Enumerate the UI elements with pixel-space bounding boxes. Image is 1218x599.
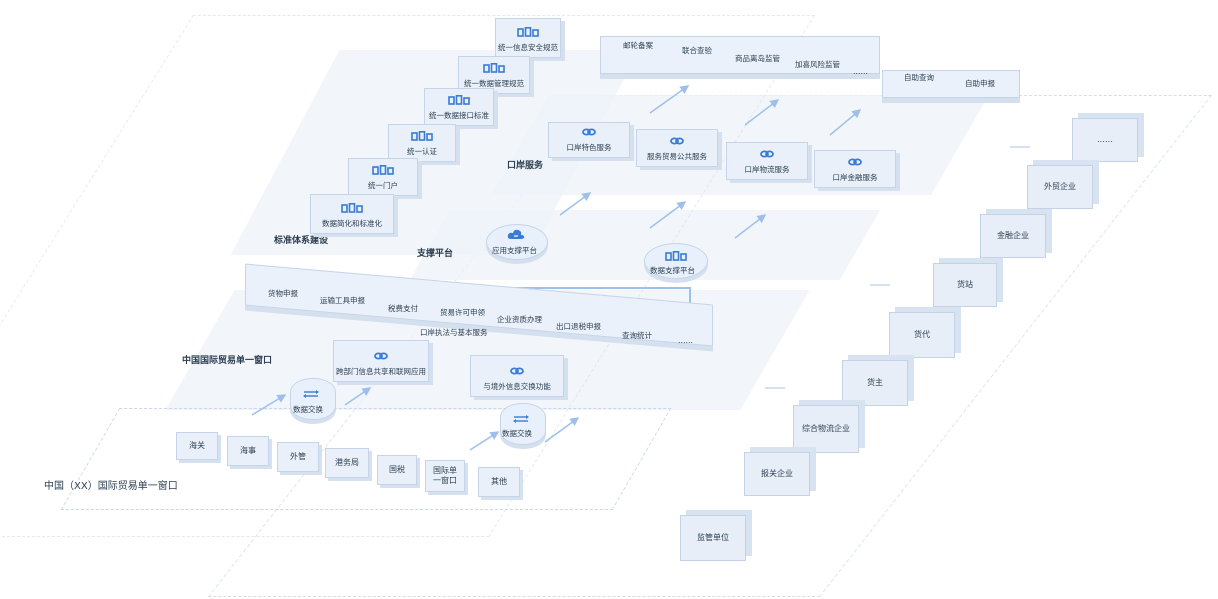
- data-support-label: 数据支撑平台: [650, 266, 695, 275]
- port-service-special[interactable]: 口岸特色服务: [548, 122, 630, 158]
- link-icon: [848, 157, 862, 169]
- side-bar-item[interactable]: 自助查询: [904, 73, 934, 82]
- data-support-disc[interactable]: [644, 243, 708, 279]
- standard-auth[interactable]: 统一认证: [388, 124, 456, 162]
- link-icon: [582, 127, 596, 139]
- port-side-bar: [882, 70, 1020, 98]
- window-bar-item[interactable]: 出口退税申报: [556, 322, 601, 331]
- cloud-icon: [507, 226, 525, 245]
- enterprise-more[interactable]: ……: [1072, 118, 1138, 162]
- standard-data-mgmt[interactable]: 统一数据管理规范: [458, 56, 530, 94]
- enterprise-logistics[interactable]: 综合物流企业: [793, 405, 859, 453]
- exchange-arrows-icon: [303, 383, 319, 402]
- window-bar-item[interactable]: 贸易许可申领: [440, 308, 485, 317]
- port-service-trade[interactable]: 服务贸易公共服务: [636, 129, 718, 167]
- standard-label: 统一数据管理规范: [464, 79, 524, 88]
- port-service-logistics[interactable]: 口岸物流服务: [726, 142, 808, 180]
- standard-label: 统一门户: [368, 181, 398, 190]
- standard-portal[interactable]: 统一门户: [348, 158, 418, 196]
- data-exchange-2[interactable]: [500, 403, 546, 445]
- enterprise-forwarder[interactable]: 货代: [889, 312, 955, 358]
- enterprise-broker[interactable]: 报关企业: [744, 452, 810, 496]
- standard-label: 统一数据接口标准: [429, 111, 489, 120]
- app-support-label: 应用支撑平台: [492, 246, 537, 255]
- agency-other[interactable]: 其他: [478, 467, 520, 497]
- port-top-bar: [600, 36, 880, 74]
- top-bar-item[interactable]: 加喜风险监管: [795, 60, 840, 69]
- service-label: 口岸金融服务: [832, 173, 878, 182]
- window-bar-item[interactable]: 企业资质办理: [497, 315, 542, 324]
- standard-label: 数据简化和标准化: [322, 219, 382, 228]
- data-exchange-label: 数据交换: [502, 429, 532, 438]
- regulator-unit[interactable]: 监管单位: [680, 515, 746, 561]
- standard-security[interactable]: 统一信息安全规范: [495, 18, 561, 58]
- window-bar-item[interactable]: 查询统计: [622, 331, 652, 340]
- support-title: 支撑平台: [417, 249, 454, 259]
- agency-intl-window[interactable]: 国际单一窗口: [425, 460, 465, 492]
- bar-chart-icon: [665, 246, 687, 265]
- side-bar-item[interactable]: 自助申报: [965, 79, 995, 88]
- enterprise-trade[interactable]: 外贸企业: [1027, 165, 1093, 209]
- agency-customs[interactable]: 海关: [176, 432, 218, 460]
- agency-forex[interactable]: 外管: [277, 442, 319, 472]
- bar-chart-icon: [411, 131, 433, 143]
- standard-interface[interactable]: 统一数据接口标准: [424, 88, 494, 126]
- window-bar-item[interactable]: 货物申报: [268, 289, 298, 298]
- enterprise-finance[interactable]: 金融企业: [980, 214, 1046, 258]
- standard-simplify[interactable]: 数据简化和标准化: [310, 194, 394, 234]
- window-bar-caption: 口岸执法与基本服务: [420, 328, 488, 337]
- service-label: 口岸物流服务: [744, 165, 790, 174]
- service-label: 服务贸易公共服务: [647, 152, 707, 161]
- link-icon: [670, 136, 684, 148]
- data-exchange-1[interactable]: [290, 378, 336, 420]
- enterprise-owner[interactable]: 货主: [842, 360, 908, 406]
- exchange-arrows-icon: [513, 408, 529, 427]
- window-bar-item[interactable]: 运输工具申报: [320, 296, 365, 305]
- window-bar-item[interactable]: ……: [678, 336, 693, 345]
- exchange-func-box[interactable]: 与境外信息交换功能: [470, 355, 564, 397]
- local-title: 中国（XX）国际贸易单一窗口: [44, 481, 178, 492]
- agency-maritime[interactable]: 海事: [227, 436, 269, 466]
- top-bar-item[interactable]: 邮轮备案: [623, 41, 653, 50]
- agency-tax[interactable]: 国税: [377, 455, 417, 485]
- share-box[interactable]: 跨部门信息共享和联网应用: [333, 340, 429, 382]
- bar-chart-icon: [483, 63, 505, 75]
- bar-chart-icon: [341, 203, 363, 215]
- window-title: 中国国际贸易单一窗口: [182, 356, 273, 366]
- port-title: 口岸服务: [507, 161, 544, 171]
- standards-title: 标准体系建设: [274, 236, 329, 246]
- data-exchange-label: 数据交换: [293, 405, 323, 414]
- enterprise-station[interactable]: 货站: [933, 263, 997, 307]
- bar-chart-icon: [448, 95, 470, 107]
- standard-label: 统一认证: [407, 147, 437, 156]
- top-bar-item[interactable]: ……: [853, 67, 868, 76]
- port-service-finance[interactable]: 口岸金融服务: [814, 150, 896, 188]
- service-label: 口岸特色服务: [566, 143, 612, 152]
- agency-port[interactable]: 港务局: [325, 448, 369, 478]
- window-bar-item[interactable]: 税费支付: [388, 304, 418, 313]
- top-bar-item[interactable]: 商品离岛监管: [735, 54, 780, 63]
- link-icon: [760, 149, 774, 161]
- share-label: 跨部门信息共享和联网应用: [336, 367, 426, 376]
- standard-label: 统一信息安全规范: [498, 43, 558, 52]
- link-icon: [374, 351, 388, 363]
- exchange-func-label: 与境外信息交换功能: [483, 382, 551, 391]
- bar-chart-icon: [517, 27, 539, 39]
- bar-chart-icon: [372, 165, 394, 177]
- link-icon: [510, 366, 524, 378]
- top-bar-item[interactable]: 联合查验: [682, 46, 712, 55]
